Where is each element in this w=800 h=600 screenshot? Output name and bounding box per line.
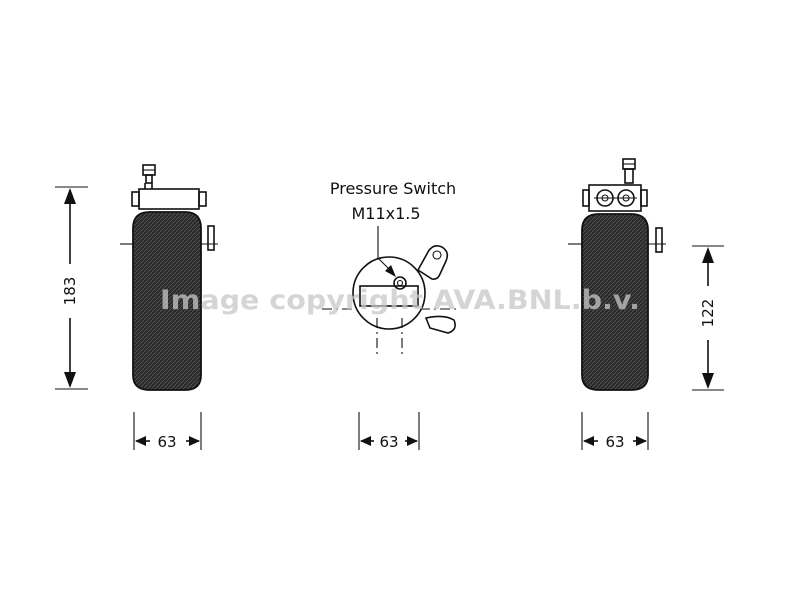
right-drier-view: 122 63 bbox=[568, 158, 724, 451]
right-mounting-bracket bbox=[655, 227, 663, 253]
right-drier-body bbox=[581, 213, 649, 391]
drier-top-circle bbox=[352, 256, 426, 330]
right-width-label: 63 bbox=[605, 433, 624, 451]
middle-top-view: Pressure Switch M11x1.5 bbox=[322, 179, 456, 451]
pressure-switch-block bbox=[359, 285, 419, 307]
pressure-switch-port bbox=[393, 276, 407, 290]
middle-width-dimension bbox=[358, 412, 420, 450]
left-width-dimension bbox=[133, 412, 202, 450]
left-drier-body bbox=[132, 211, 202, 391]
left-width-label: 63 bbox=[157, 433, 176, 451]
middle-width-label: 63 bbox=[379, 433, 398, 451]
left-height-dimension bbox=[55, 186, 88, 390]
right-height-dimension bbox=[692, 245, 724, 391]
right-width-dimension bbox=[581, 412, 649, 450]
left-height-label: 183 bbox=[61, 277, 79, 306]
callout-leader-arrow bbox=[377, 226, 396, 277]
pressure-switch-label: Pressure Switch bbox=[330, 179, 456, 198]
thread-size-label: M11x1.5 bbox=[351, 204, 420, 223]
mounting-tab bbox=[416, 245, 449, 280]
copyright-watermark: Image copyright AVA.BNL.b.v. bbox=[160, 285, 640, 316]
left-drier-view: 183 63 bbox=[55, 164, 218, 451]
right-height-label: 122 bbox=[699, 299, 717, 328]
right-valve-fitting bbox=[582, 158, 648, 212]
left-valve-fitting bbox=[131, 164, 207, 210]
left-mounting-bracket bbox=[207, 225, 215, 251]
